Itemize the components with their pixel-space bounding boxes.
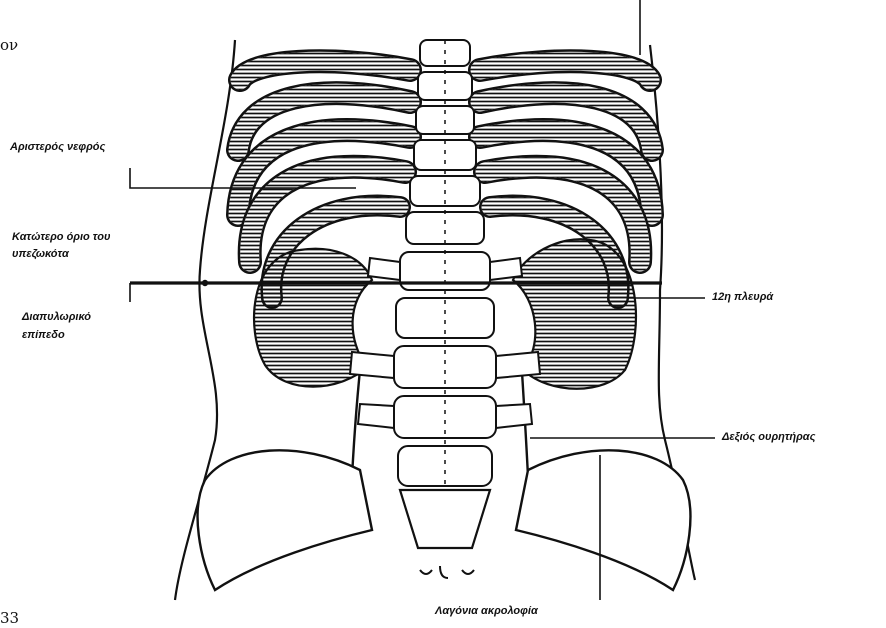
transverse-process-l3-right: [496, 352, 540, 378]
label-left-kidney: Αριστερός νεφρός: [10, 140, 105, 154]
transpyloric-plane-dot: [202, 280, 208, 286]
label-right-ureter: Δεξιός ουρητήρας: [722, 430, 815, 444]
transverse-process-l3-left: [350, 352, 394, 378]
rib-left-1: [240, 61, 410, 80]
coccyx-marks: [420, 566, 474, 578]
vertebra-t4: [414, 140, 476, 170]
transverse-process-l1-left: [368, 258, 400, 280]
rib-right-1: [480, 61, 650, 80]
vertebra-t6: [406, 212, 484, 244]
label-iliac-crest: Λαγόνια ακρολοφία: [435, 604, 538, 618]
corner-text-top: ον: [0, 36, 18, 54]
label-transpyloric-line2: επίπεδο: [22, 328, 65, 342]
transverse-process-l4-right: [496, 404, 532, 428]
label-pleura-limit-line2: υπεζωκότα: [12, 247, 69, 261]
iliac-bone-left: [198, 450, 372, 590]
corner-text-bottom: 33: [0, 609, 19, 627]
label-transpyloric-line1: Διαπυλωρικό: [22, 310, 91, 324]
label-twelfth-rib: 12η πλευρά: [712, 290, 773, 304]
transverse-process-l1-right: [490, 258, 522, 280]
vertebra-t2: [418, 72, 472, 100]
iliac-bone-right: [516, 450, 690, 590]
transverse-process-l4-left: [358, 404, 394, 428]
sacrum: [400, 490, 490, 548]
label-pleura-limit-line1: Κατώτερο όριο του: [12, 230, 111, 244]
